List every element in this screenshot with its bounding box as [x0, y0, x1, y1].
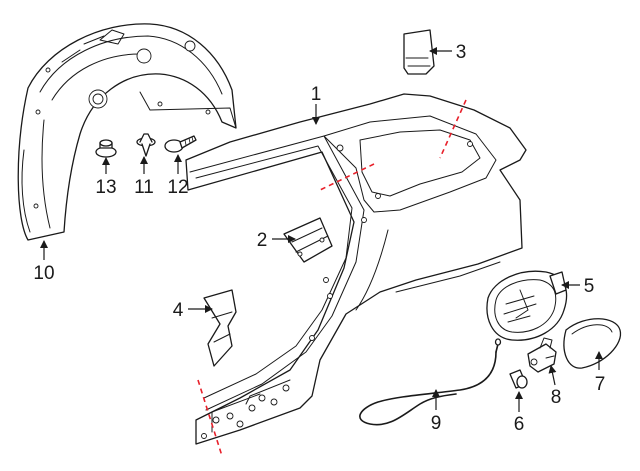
- cut-line-sill: [197, 379, 223, 457]
- leader-lines: [40, 47, 603, 412]
- bracket[interactable]: [283, 217, 333, 263]
- leader-8: [548, 365, 557, 386]
- actuator[interactable]: [527, 337, 557, 373]
- wheelhouse-liner[interactable]: [17, 23, 237, 241]
- callout-6: 6: [514, 414, 525, 435]
- grommet[interactable]: [509, 369, 528, 389]
- screw[interactable]: [164, 135, 197, 153]
- fuel-door[interactable]: [563, 318, 622, 369]
- quarter-panel[interactable]: [185, 93, 527, 445]
- callout-7: 7: [595, 374, 606, 395]
- callout-12: 12: [167, 177, 188, 198]
- cut-line-pillar: [319, 163, 375, 191]
- callout-labels: 1 2 3 4 5 6 7 8 9 10 11 12 13: [33, 42, 605, 435]
- nut[interactable]: [95, 139, 117, 158]
- callout-4: 4: [173, 300, 184, 321]
- cut-lines: [197, 99, 467, 457]
- callout-3: 3: [456, 42, 467, 63]
- reinforcement[interactable]: [403, 29, 435, 75]
- push-clip[interactable]: [136, 133, 156, 157]
- callout-8: 8: [551, 387, 562, 408]
- callout-9: 9: [431, 413, 442, 434]
- release-cable[interactable]: [359, 338, 502, 426]
- sill-bracket[interactable]: [203, 289, 237, 367]
- callout-10: 10: [33, 263, 54, 284]
- callout-5: 5: [584, 276, 595, 297]
- callout-13: 13: [95, 177, 116, 198]
- fuel-filler-housing[interactable]: [486, 270, 568, 341]
- cut-line-upper-right: [439, 99, 467, 159]
- callout-1: 1: [311, 84, 322, 105]
- callout-2: 2: [257, 230, 268, 251]
- callout-11: 11: [134, 177, 154, 198]
